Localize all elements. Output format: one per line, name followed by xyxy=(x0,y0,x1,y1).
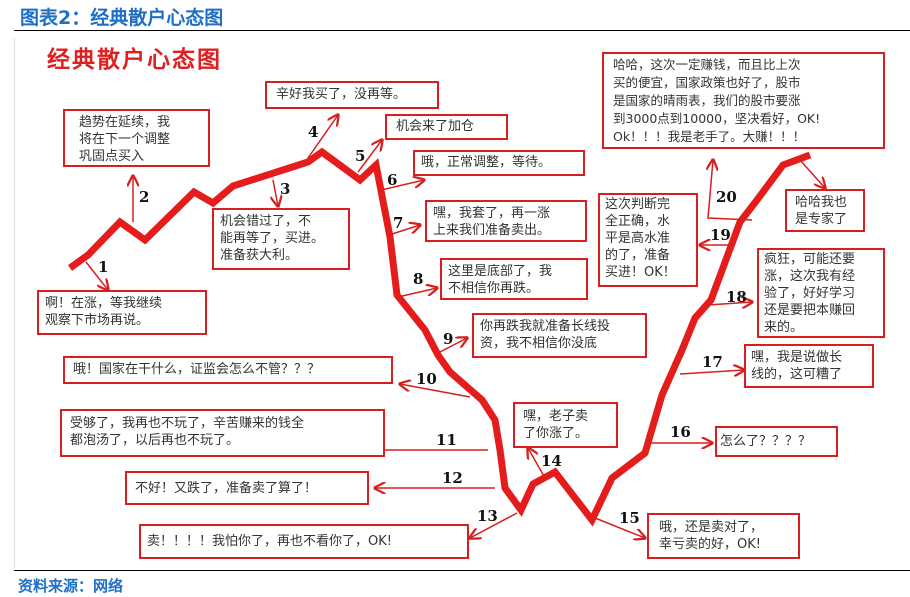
stage-2-box: 趋势在延续，我 将在下一个调整 巩固点买入 xyxy=(63,109,210,167)
stage-19-number: 19 xyxy=(710,226,731,244)
stage-13-number: 13 xyxy=(477,507,498,525)
stage-9-box: 你再跌我就准备长线投 资，我不相信你没底 xyxy=(472,313,647,358)
stage-4-number: 4 xyxy=(308,123,319,141)
arrow-15 xyxy=(594,517,645,538)
stage-6-number: 6 xyxy=(387,171,398,189)
expert-note-box: 哈哈我也 是专家了 xyxy=(785,189,865,232)
stage-16-number: 16 xyxy=(670,423,691,441)
stage-20-box: 哈哈，这次一定赚钱，而且比上次 买的便宜，国家政策也好了，股市 是国家的晴雨表，… xyxy=(602,52,885,149)
stage-9-number: 9 xyxy=(443,330,454,348)
stage-5-number: 5 xyxy=(355,147,366,165)
figure-header-title: 图表2：经典散户心态图 xyxy=(20,7,224,29)
stage-16-box: 怎么了？？？？ xyxy=(715,426,838,457)
stage-11-box: 受够了，我再也不玩了，辛苦赚来的钱全 都泡汤了，以后再也不玩了。 xyxy=(60,409,385,457)
stage-10-box: 哦！国家在干什么，证监会怎么不管？？？ xyxy=(63,356,393,384)
arrow-10 xyxy=(400,384,471,398)
diagram-title: 经典散户心态图 xyxy=(47,47,222,73)
arrow-20 xyxy=(708,160,753,221)
stage-3-box: 机会错过了，不 能再等了，买进。 准备获大利。 xyxy=(212,208,350,270)
header-divider xyxy=(14,30,910,31)
stage-17-box: 嘿，我是说做长 线的，这可糟了 xyxy=(744,344,874,388)
arrow-final xyxy=(799,159,825,188)
market-price-line xyxy=(67,147,812,527)
stage-18-number: 18 xyxy=(726,288,747,306)
stage-11-number: 11 xyxy=(436,431,457,449)
stage-1-box: 啊！在涨，等我继续 观察下市场再说。 xyxy=(37,290,207,335)
stage-10-number: 10 xyxy=(416,370,437,388)
stage-15-box: 哦，还是卖对了， 幸亏卖的好，OK! xyxy=(647,513,800,559)
stage-14-number: 14 xyxy=(541,452,562,470)
arrow-3 xyxy=(273,179,278,206)
arrow-7 xyxy=(388,225,420,236)
stage-8-box: 这里是底部了，我 不相信你再跌。 xyxy=(440,258,588,300)
arrow-14 xyxy=(528,448,546,479)
arrow-17 xyxy=(679,370,744,374)
stage-12-number: 12 xyxy=(442,469,463,487)
stage-7-box: 嘿，我套了，再一涨 上来我们准备卖出。 xyxy=(425,200,587,242)
source-note: 资料来源：网络 xyxy=(18,577,124,595)
stage-1-number: 1 xyxy=(98,258,109,276)
footer-divider xyxy=(14,570,910,571)
stage-18-box: 疯狂，可能还要 涨，这次我有经 验了，好好学习 还是要把本赚回 来的。 xyxy=(757,248,885,338)
arrow-5 xyxy=(357,140,382,173)
stage-13-box: 卖！！！！我怕你了，再也不看你了，OK! xyxy=(139,524,469,559)
stage-5-box: 机会来了加仓 xyxy=(385,114,508,140)
arrow-9 xyxy=(439,338,467,353)
stage-6-box: 哦，正常调整，等待。 xyxy=(413,150,585,176)
arrow-13 xyxy=(470,512,518,538)
arrow-4 xyxy=(307,115,338,159)
stage-4-box: 辛好我买了，没再等。 xyxy=(265,81,439,109)
arrow-1 xyxy=(85,261,108,290)
stage-2-number: 2 xyxy=(139,188,150,206)
arrow-8 xyxy=(397,288,437,298)
stage-7-number: 7 xyxy=(393,214,404,232)
arrow-18 xyxy=(707,302,752,305)
stage-14-box: 嘿，老子卖 了你涨了。 xyxy=(513,402,618,448)
stage-3-number: 3 xyxy=(280,180,291,198)
stage-20-number: 20 xyxy=(716,188,737,206)
arrow-6 xyxy=(380,180,424,191)
stage-17-number: 17 xyxy=(702,353,723,371)
stage-8-number: 8 xyxy=(413,270,424,288)
stage-19-box: 这次判断完 全正确，水 平是高水准 的了，准备 买进！OK！ xyxy=(598,193,698,287)
stage-12-box: 不好！又跌了，准备卖了算了！ xyxy=(125,471,369,505)
stage-15-number: 15 xyxy=(619,509,640,527)
